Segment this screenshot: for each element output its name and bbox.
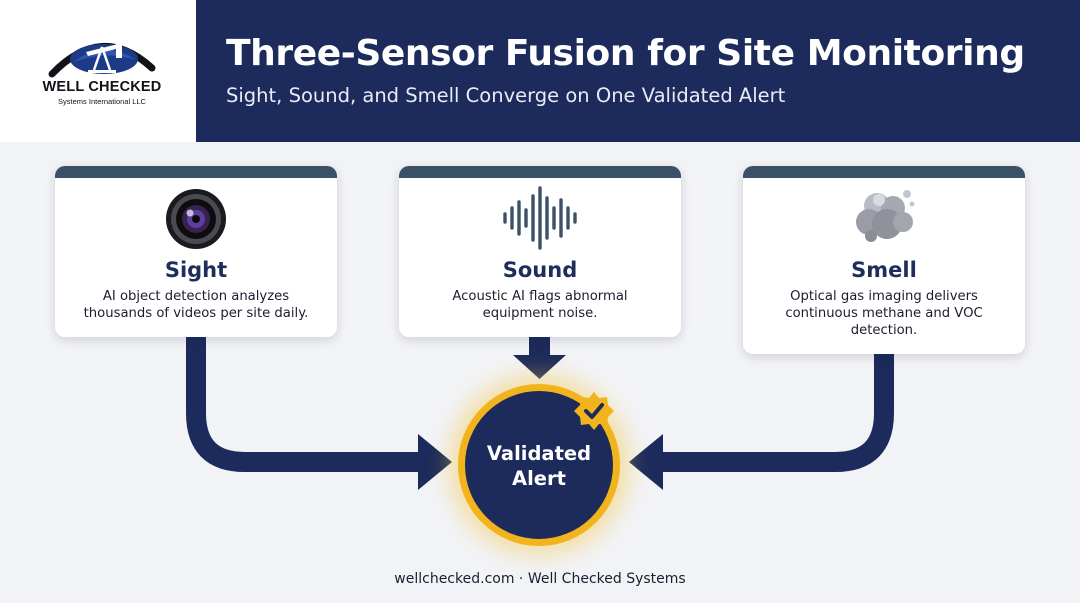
sound-wave-icon <box>399 186 681 252</box>
sensor-title: Sound <box>502 258 578 282</box>
sensor-title: Smell <box>851 258 917 282</box>
card-top-bar <box>399 166 681 178</box>
gas-cloud-icon <box>743 186 1025 252</box>
sensor-description: Optical gas imaging delivers continuous … <box>785 289 983 338</box>
sensor-description: Acoustic AI flags abnormal equipment noi… <box>452 289 628 321</box>
arrow-sound-shaft <box>529 337 550 357</box>
pumpjack-eye-logo-icon <box>48 43 156 78</box>
sensor-description: AI object detection analyzes thousands o… <box>83 289 309 321</box>
card-top-bar <box>743 166 1025 178</box>
sensor-card-sound: Sound Acoustic AI flags abnormal equipme… <box>399 166 681 337</box>
arrow-sound-head <box>513 355 566 379</box>
arrow-smell-to-alert <box>660 354 894 472</box>
footer-text: wellchecked.com · Well Checked Systems <box>394 571 686 587</box>
sensor-title: Sight <box>164 258 228 282</box>
logo: WELL CHECKED Systems International LLC <box>0 0 196 142</box>
page-subtitle: Sight, Sound, and Smell Converge on One … <box>226 84 786 107</box>
card-top-bar <box>55 166 337 178</box>
alert-label: Validated Alert <box>465 441 613 491</box>
arrow-smell-head <box>629 434 663 490</box>
header-banner: Three-Sensor Fusion for Site Monitoring … <box>196 0 1080 142</box>
arrow-sight-head <box>418 434 452 490</box>
alert-label-line1: Validated <box>486 442 592 465</box>
sensor-card-sight: Sight AI object detection analyzes thous… <box>55 166 337 337</box>
check-badge-icon <box>574 392 614 430</box>
logo-name: WELL CHECKED <box>42 79 162 95</box>
page-title: Three-Sensor Fusion for Site Monitoring <box>226 33 1025 74</box>
alert-label-line2: Alert <box>512 467 566 490</box>
arrow-sight-to-alert <box>186 337 420 472</box>
camera-lens-icon <box>55 186 337 252</box>
sensor-card-smell: Smell Optical gas imaging delivers conti… <box>743 166 1025 354</box>
logo-subtitle: Systems International LLC <box>58 97 146 106</box>
